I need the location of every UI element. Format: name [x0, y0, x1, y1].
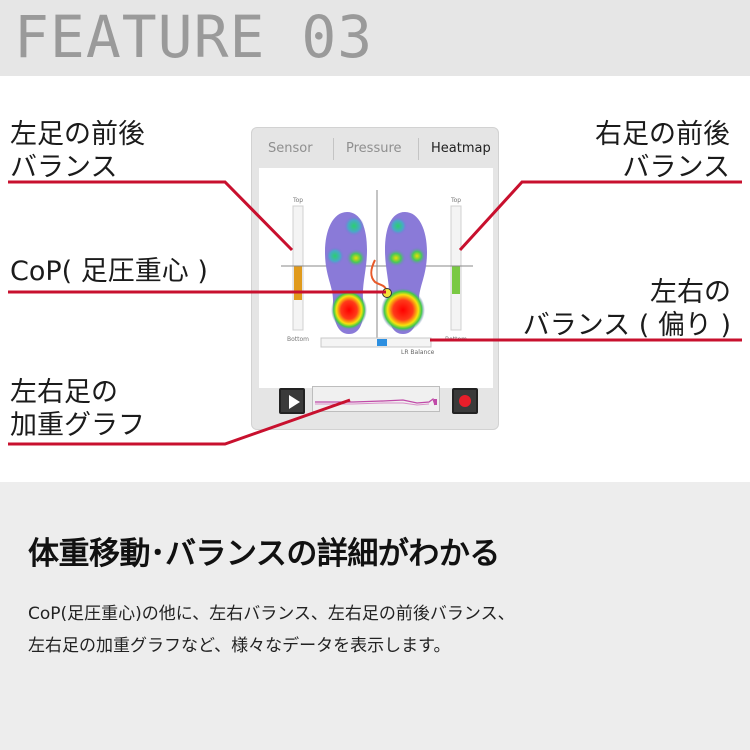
right-foot-hotspot: [386, 249, 406, 267]
tab-pressure[interactable]: Pressure: [346, 141, 402, 156]
callout-line-left-front-back: [8, 180, 294, 252]
heatmap-view: Top Bottom Top Bottom: [259, 168, 493, 388]
callout-lr-balance-line2: バランス ( 偏り ): [522, 310, 731, 341]
callout-cop: CoP( 足圧重心 ): [10, 256, 208, 287]
callout-left-front-back-line1: 左足の前後: [10, 119, 145, 150]
callout-weight-graph-line1: 左右足の: [10, 377, 118, 408]
tab-heatmap[interactable]: Heatmap: [431, 141, 491, 156]
left-gauge-fill: [294, 266, 302, 300]
cop-trace: [370, 259, 388, 293]
callout-left-front-back: 左足の前後 バランス: [10, 118, 145, 184]
right-gauge-fill: [452, 266, 460, 294]
description-line2: 左右足の加重グラフなど、様々なデータを表示します。: [28, 636, 451, 656]
left-foot-hotspot: [346, 249, 366, 267]
right-foot-hotspot: [408, 247, 426, 265]
left-foot-hotspot: [344, 216, 364, 236]
callout-right-front-back-line1: 右足の前後: [595, 119, 730, 150]
callout-weight-graph-line2: 加重グラフ: [10, 410, 145, 441]
weight-graph-cursor: [434, 399, 437, 405]
callout-right-front-back-line2: バランス: [622, 152, 730, 183]
record-icon: [459, 395, 471, 407]
tab-bar: Sensor Pressure Heatmap: [252, 128, 500, 168]
tab-sensor[interactable]: Sensor: [268, 141, 313, 156]
tab-divider: [333, 138, 334, 160]
weight-graph: [315, 397, 437, 406]
bottom-band: [0, 482, 750, 750]
description: CoP(足圧重心)の他に、左右バランス、左右足の前後バランス、 左右足の加重グラ…: [28, 598, 515, 662]
lr-balance-bar: [320, 337, 432, 348]
callout-lr-balance-line1: 左右の: [650, 277, 731, 308]
playback-controls: [252, 382, 500, 430]
description-line1: CoP(足圧重心)の他に、左右バランス、左右足の前後バランス、: [28, 604, 515, 624]
left-foot-heel-hotspot: [331, 290, 367, 330]
callout-lr-balance: 左右の バランス ( 偏り ): [505, 276, 731, 342]
left-foot-hotspot: [326, 247, 344, 265]
cop-marker: [382, 288, 392, 298]
right-gauge-top-label: Top: [450, 197, 461, 204]
feature-title: FEATURE 03: [14, 3, 374, 71]
right-gauge-bottom-label: Bottom: [445, 336, 467, 343]
callout-right-front-back: 右足の前後 バランス: [560, 118, 730, 184]
headline: 体重移動･バランスの詳細がわかる: [28, 536, 500, 572]
lr-balance-indicator: [377, 339, 387, 346]
app-panel: Sensor Pressure Heatmap: [251, 127, 499, 430]
right-foot-hotspot: [389, 217, 407, 235]
header-band: [0, 0, 750, 76]
play-button[interactable]: [279, 388, 305, 414]
callout-line-right-front-back: [458, 180, 742, 252]
callout-left-front-back-line2: バランス: [10, 152, 118, 183]
right-foot-heel-hotspot: [381, 288, 425, 332]
weight-graph-track[interactable]: [312, 386, 440, 412]
play-icon: [289, 395, 300, 409]
weight-graph-line: [315, 402, 430, 406]
left-gauge-top-label: Top: [292, 197, 303, 204]
record-button[interactable]: [452, 388, 478, 414]
lr-balance-label: LR Balance: [401, 349, 435, 356]
left-gauge-bottom-label: Bottom: [287, 336, 309, 343]
weight-graph-line: [315, 397, 436, 406]
tab-divider: [418, 138, 419, 160]
heatmap-graphic: Top Bottom Top Bottom: [281, 190, 473, 356]
callout-weight-graph: 左右足の 加重グラフ: [10, 376, 145, 442]
